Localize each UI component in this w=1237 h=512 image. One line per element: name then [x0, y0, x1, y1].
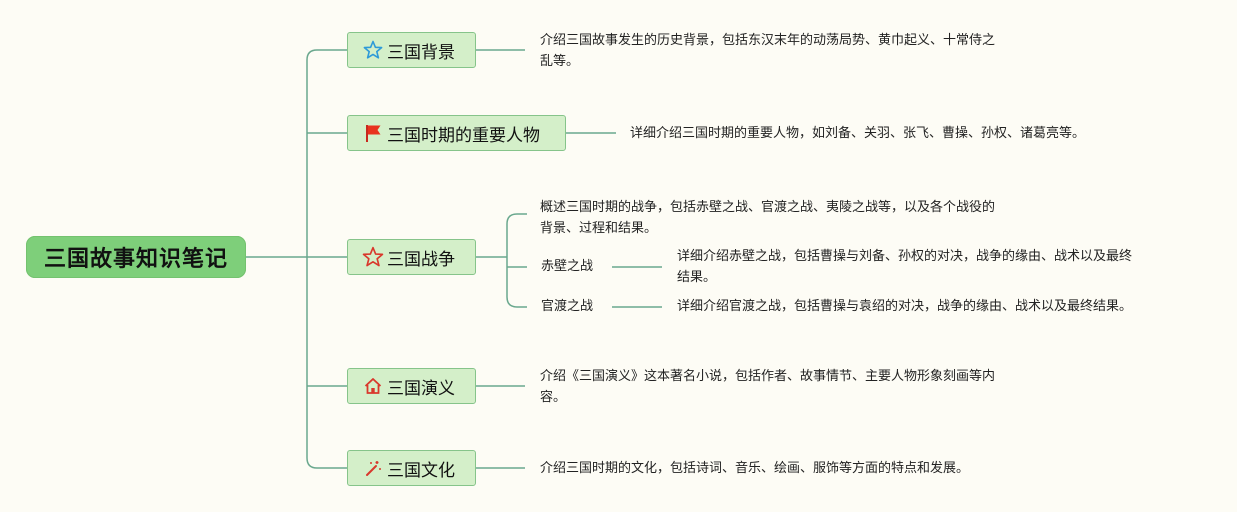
topic-background[interactable]: 三国背景 — [347, 32, 476, 68]
star-outline-red-icon — [362, 246, 384, 268]
topic-label: 三国文化 — [387, 460, 455, 481]
topic-label: 三国时期的重要人物 — [387, 125, 540, 146]
topic-key-figures[interactable]: 三国时期的重要人物 — [347, 115, 566, 151]
topic-label: 三国演义 — [387, 378, 455, 399]
root-topic[interactable]: 三国故事知识笔记 — [26, 236, 246, 278]
topic-romance[interactable]: 三国演义 — [347, 368, 476, 404]
topic-note: 介绍三国时期的文化，包括诗词、音乐、绘画、服饰等方面的特点和发展。 — [540, 461, 970, 476]
house-icon — [362, 375, 384, 397]
subtopic-guandu[interactable]: 官渡之战 — [541, 299, 594, 314]
subtopic-note: 详细介绍官渡之战，包括曹操与袁绍的对决，战争的缘由、战术以及最终结果。 — [677, 299, 1133, 314]
red-flag-icon — [362, 122, 384, 144]
topic-note: 介绍《三国演义》这本著名小说，包括作者、故事情节、主要人物形象刻画等内 容。 — [540, 369, 996, 405]
topic-note: 介绍三国故事发生的历史背景，包括东汉末年的动荡局势、黄巾起义、十常侍之 乱等。 — [540, 33, 996, 69]
topic-label: 三国战争 — [387, 249, 455, 270]
topic-note: 详细介绍三国时期的重要人物，如刘备、关羽、张飞、曹操、孙权、诸葛亮等。 — [630, 126, 1086, 141]
star-outline-blue-icon — [362, 39, 384, 61]
subtopic-chibi[interactable]: 赤壁之战 — [541, 259, 594, 274]
root-label: 三国故事知识笔记 — [43, 247, 228, 272]
magic-wand-icon — [362, 457, 384, 479]
topic-culture[interactable]: 三国文化 — [347, 450, 476, 486]
subtopic-note: 详细介绍赤壁之战，包括曹操与刘备、孙权的对决，战争的缘由、战术以及最终 结果。 — [677, 249, 1133, 285]
topic-wars[interactable]: 三国战争 — [347, 239, 476, 275]
topic-note: 概述三国时期的战争，包括赤壁之战、官渡之战、夷陵之战等，以及各个战役的 背景、过… — [540, 200, 996, 236]
topic-label: 三国背景 — [387, 42, 455, 63]
